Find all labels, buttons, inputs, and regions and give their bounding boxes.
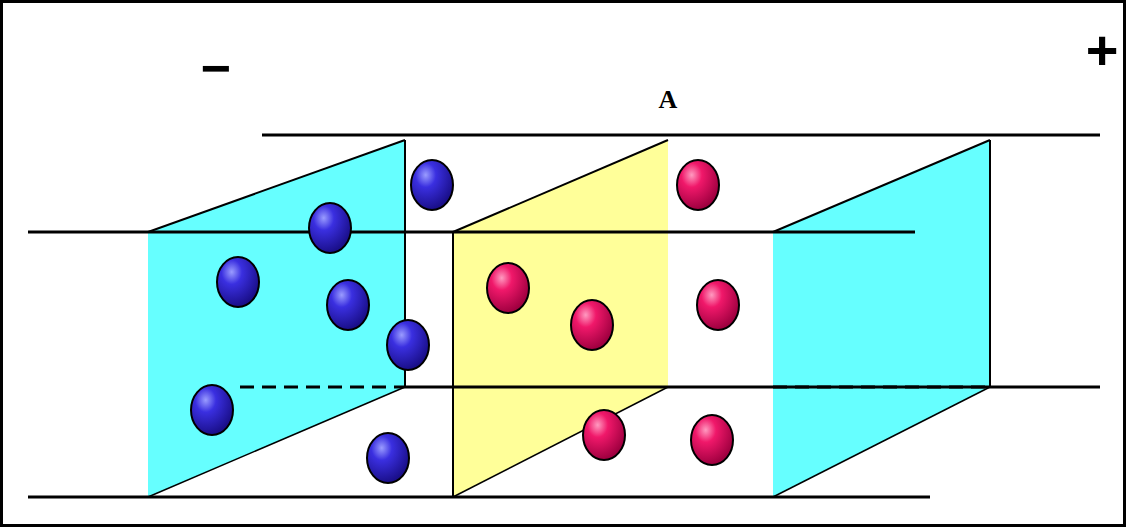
cations <box>487 160 739 465</box>
right-membrane <box>773 140 990 497</box>
middle-membrane <box>453 140 668 497</box>
left-membrane <box>148 140 405 497</box>
cell-walls <box>28 135 1100 497</box>
anions <box>191 160 453 483</box>
negative-terminal: − <box>201 42 231 94</box>
positive-terminal: + <box>1086 22 1119 78</box>
chamber-label: A <box>659 87 678 113</box>
plane-edges <box>148 140 990 497</box>
